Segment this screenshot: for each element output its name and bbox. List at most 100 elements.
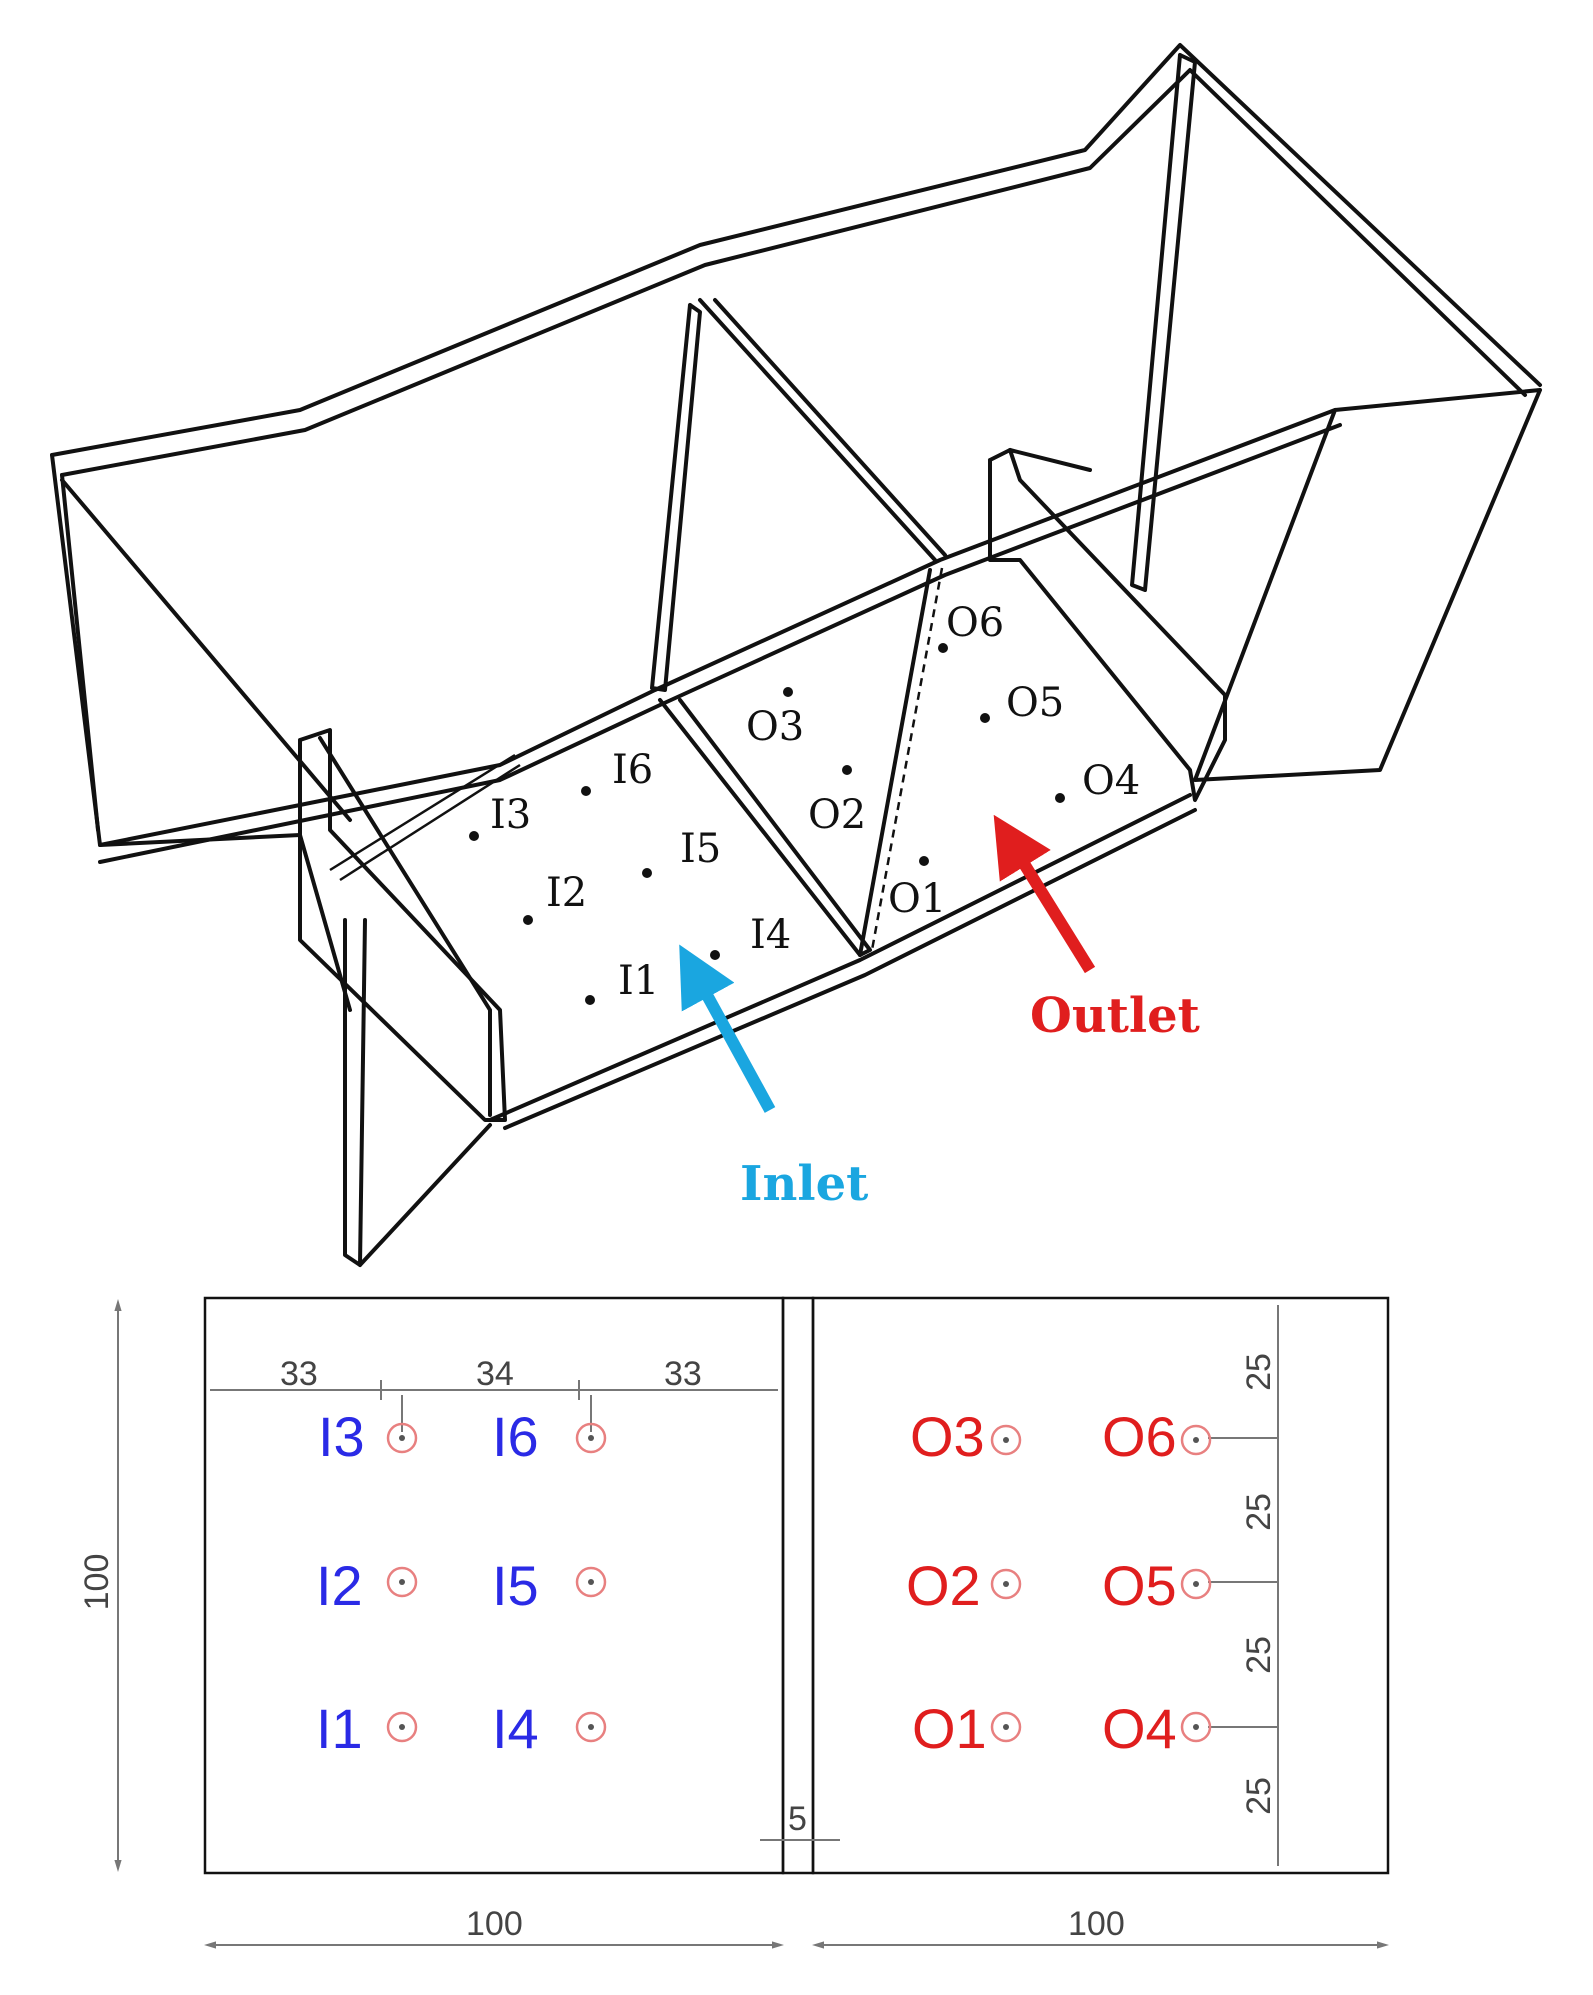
dim-width-right: 100 xyxy=(1068,1905,1125,1943)
center-wall xyxy=(781,1296,815,1875)
plan-marker-i2 xyxy=(386,1566,418,1598)
plan-marker-o2-dot xyxy=(1003,1581,1009,1587)
plan-view: 33 34 33 100 100 100 5 25 25 25 25 I3 I6 xyxy=(78,1296,1390,1949)
isometric-view: I3 I6 I2 I5 I1 I4 O3 O2 O1 O6 O5 O4 xyxy=(50,43,1542,1267)
iso-point-i5 xyxy=(642,868,652,878)
plan-label-o5: O5 xyxy=(1102,1554,1177,1617)
iso-label-o2: O2 xyxy=(808,792,866,838)
post-right xyxy=(1130,53,1197,592)
inlet-label: Inlet xyxy=(740,1156,868,1212)
middle-diagonal xyxy=(698,298,937,562)
plan-inlet-points: I3 I6 I2 I5 I1 I4 xyxy=(316,1405,607,1760)
iso-label-o6: O6 xyxy=(946,600,1004,646)
plan-marker-o5 xyxy=(1180,1568,1212,1600)
plan-label-o3: O3 xyxy=(910,1405,985,1468)
iso-label-o4: O4 xyxy=(1082,758,1140,804)
iso-point-i4 xyxy=(710,950,720,960)
iso-point-o6 xyxy=(938,643,948,653)
dim-spacing-3: 25 xyxy=(1240,1636,1278,1674)
plan-marker-i4 xyxy=(575,1711,607,1743)
iso-label-i1: I1 xyxy=(618,958,659,1004)
plan-label-o4: O4 xyxy=(1102,1697,1177,1760)
top-long-edge xyxy=(98,408,1337,847)
floor-front xyxy=(488,793,1192,1122)
iso-label-o5: O5 xyxy=(1006,680,1064,726)
back-rim xyxy=(50,43,1542,457)
dim-top-mid: 34 xyxy=(476,1355,514,1393)
plan-marker-o3 xyxy=(990,1424,1022,1456)
plan-marker-o6-dot xyxy=(1193,1437,1199,1443)
front-right-rim xyxy=(1193,388,1542,782)
iso-label-i3: I3 xyxy=(490,792,531,838)
plan-outlet-points: O3 O6 O2 O5 O1 O4 xyxy=(906,1405,1212,1760)
plan-marker-o1-dot xyxy=(1003,1724,1009,1730)
outlet-arrow xyxy=(993,814,1096,974)
plan-marker-i3-dot xyxy=(399,1435,405,1441)
plan-marker-i2-dot xyxy=(399,1579,405,1585)
iso-point-o1 xyxy=(919,856,929,866)
right-baffle-dash xyxy=(870,567,944,951)
iso-point-o4 xyxy=(1055,793,1065,803)
iso-label-o3: O3 xyxy=(746,704,804,750)
dim-width-left: 100 xyxy=(466,1905,523,1943)
plan-label-o2: O2 xyxy=(906,1554,981,1617)
outlet-label: Outlet xyxy=(1030,988,1200,1044)
right-upright-top xyxy=(1008,448,1092,472)
dim-spacing-4: 25 xyxy=(1240,1777,1278,1815)
dim-height: 100 xyxy=(78,1554,116,1611)
plan-label-i5: I5 xyxy=(492,1554,539,1617)
back-rim-inner xyxy=(60,68,1527,477)
plan-marker-o6 xyxy=(1180,1424,1212,1456)
plan-marker-i4-dot xyxy=(588,1724,594,1730)
dim-top-right: 33 xyxy=(664,1355,702,1393)
plan-label-i1: I1 xyxy=(316,1697,363,1760)
iso-point-o5 xyxy=(980,713,990,723)
plan-label-o1: O1 xyxy=(912,1697,987,1760)
plan-marker-i3 xyxy=(386,1422,418,1454)
inlet-pipe xyxy=(329,753,516,872)
iso-label-i6: I6 xyxy=(612,747,653,793)
left-baffle-inner xyxy=(318,736,492,1117)
iso-label-i2: I2 xyxy=(546,870,587,916)
iso-label-i4: I4 xyxy=(750,912,791,958)
back-left-brace xyxy=(60,478,352,822)
dim-top-left: 33 xyxy=(280,1355,318,1393)
plan-label-i4: I4 xyxy=(492,1697,539,1760)
iso-label-o1: O1 xyxy=(888,876,946,922)
iso-point-i3 xyxy=(469,831,479,841)
iso-point-i2 xyxy=(523,915,533,925)
plan-marker-i1 xyxy=(386,1711,418,1743)
plan-marker-o5-dot xyxy=(1193,1581,1199,1587)
right-baffle xyxy=(858,568,932,957)
plan-marker-o4-dot xyxy=(1193,1724,1199,1730)
middle-baffle xyxy=(658,698,872,957)
dim-gap: 5 xyxy=(788,1800,807,1838)
plan-marker-i5-dot xyxy=(588,1579,594,1585)
plan-marker-o2 xyxy=(990,1568,1022,1600)
left-end-wall xyxy=(50,453,352,1012)
plan-marker-o3-dot xyxy=(1003,1437,1009,1443)
iso-point-o2 xyxy=(842,765,852,775)
plan-marker-o4 xyxy=(1180,1711,1212,1743)
post-middle xyxy=(650,303,702,692)
plan-label-i3: I3 xyxy=(318,1405,365,1468)
plan-label-i6: I6 xyxy=(492,1405,539,1468)
iso-label-i5: I5 xyxy=(680,826,721,872)
plan-marker-i1-dot xyxy=(399,1724,405,1730)
plan-label-o6: O6 xyxy=(1102,1405,1177,1468)
dim-spacing-1: 25 xyxy=(1240,1353,1278,1391)
right-upright xyxy=(988,448,1227,802)
left-end-wall-2 xyxy=(60,473,100,832)
dim-spacing-2: 25 xyxy=(1240,1493,1278,1531)
top-long-edge-2 xyxy=(98,423,1342,864)
inlet-pipe-2 xyxy=(339,763,521,882)
iso-point-i1 xyxy=(585,995,595,1005)
left-leg xyxy=(343,918,367,1267)
floor-front-2 xyxy=(503,808,1197,1130)
plan-label-i2: I2 xyxy=(316,1554,363,1617)
left-leg-foot xyxy=(358,1123,492,1267)
left-baffle xyxy=(298,728,507,1122)
iso-point-o3 xyxy=(783,687,793,697)
plan-marker-o1 xyxy=(990,1711,1022,1743)
